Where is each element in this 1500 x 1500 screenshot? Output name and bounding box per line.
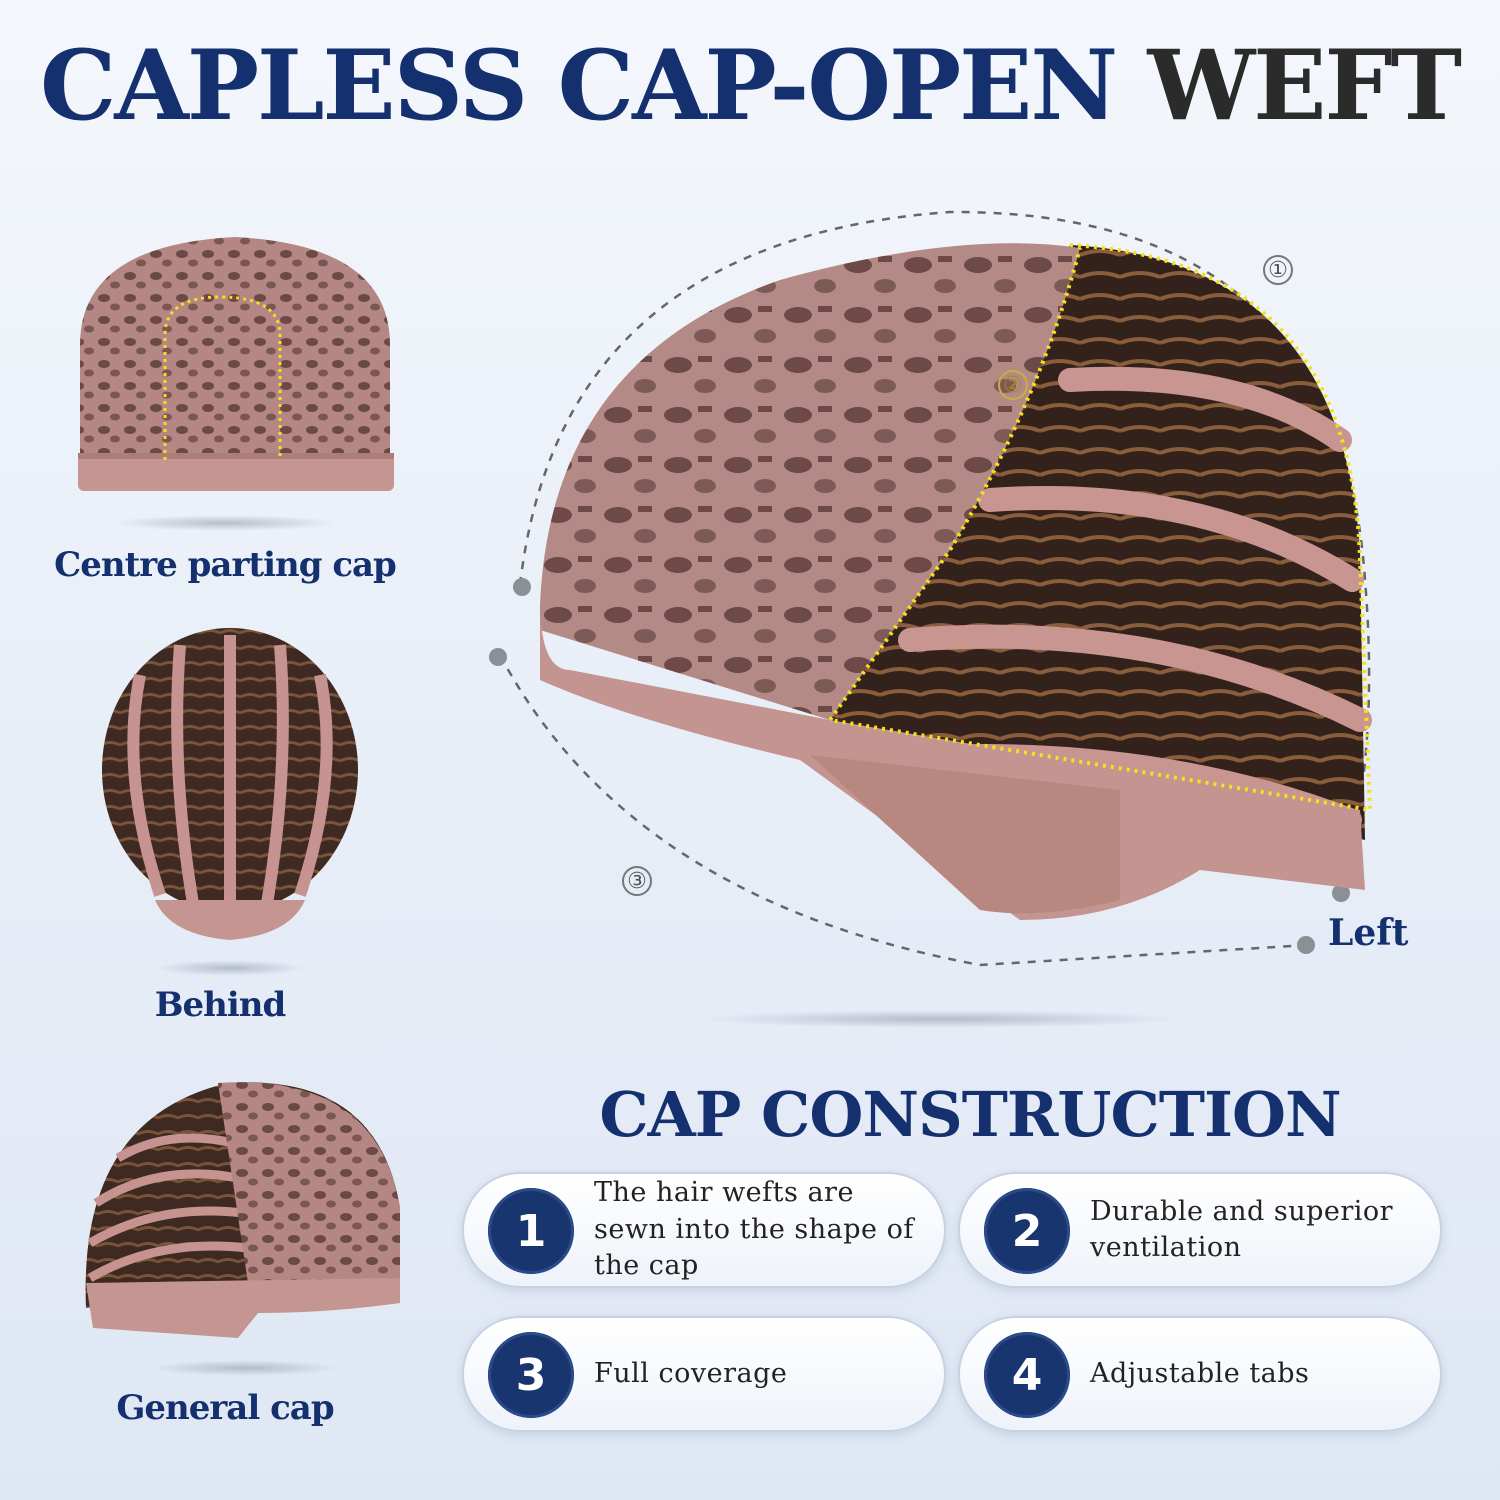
title-blue-part: CAPLESS CAP-OPEN bbox=[39, 29, 1118, 142]
feature-card-1: 1 The hair wefts are sewn into the shape… bbox=[462, 1172, 946, 1288]
callout-3: ③ bbox=[622, 866, 652, 896]
feature-card-3: 3 Full coverage bbox=[462, 1316, 946, 1432]
dashed-arc-top bbox=[518, 210, 1371, 891]
feature-text: Full coverage bbox=[594, 1357, 788, 1389]
title-dark-part: WEFT bbox=[1147, 29, 1462, 142]
main-cap-shadow bbox=[700, 1010, 1180, 1028]
callout-2: ② bbox=[998, 370, 1028, 400]
main-cap-diagram bbox=[489, 210, 1373, 967]
behind-cap-image bbox=[102, 628, 358, 940]
feature-number-badge: 3 bbox=[488, 1332, 574, 1418]
left-view-label: Left bbox=[1328, 912, 1409, 954]
general-cap-image bbox=[85, 1082, 400, 1338]
feature-text: Durable and superior ventilation bbox=[1090, 1195, 1394, 1263]
page-title: CAPLESS CAP-OPEN WEFT bbox=[0, 38, 1500, 134]
dashed-arc-bottom bbox=[498, 654, 1309, 967]
feature-text: Adjustable tabs bbox=[1090, 1357, 1310, 1389]
feature-number-badge: 4 bbox=[984, 1332, 1070, 1418]
general-cap-label: General cap bbox=[116, 1388, 334, 1428]
feature-card-2: 2 Durable and superior ventilation bbox=[958, 1172, 1442, 1288]
feature-number-badge: 2 bbox=[984, 1188, 1070, 1274]
behind-label: Behind bbox=[154, 985, 287, 1025]
centre-cap-shadow bbox=[110, 515, 340, 531]
feature-number-badge: 1 bbox=[488, 1188, 574, 1274]
cap-construction-title: CAP CONSTRUCTION bbox=[599, 1078, 1341, 1151]
behind-cap-shadow bbox=[155, 960, 305, 976]
feature-card-4: 4 Adjustable tabs bbox=[958, 1316, 1442, 1432]
general-cap-shadow bbox=[150, 1360, 340, 1376]
centre-parting-cap-image bbox=[78, 237, 394, 491]
callout-1: ① bbox=[1263, 255, 1293, 285]
feature-text: The hair wefts are sewn into the shape o… bbox=[594, 1177, 914, 1282]
centre-parting-cap-label: Centre parting cap bbox=[54, 545, 397, 585]
